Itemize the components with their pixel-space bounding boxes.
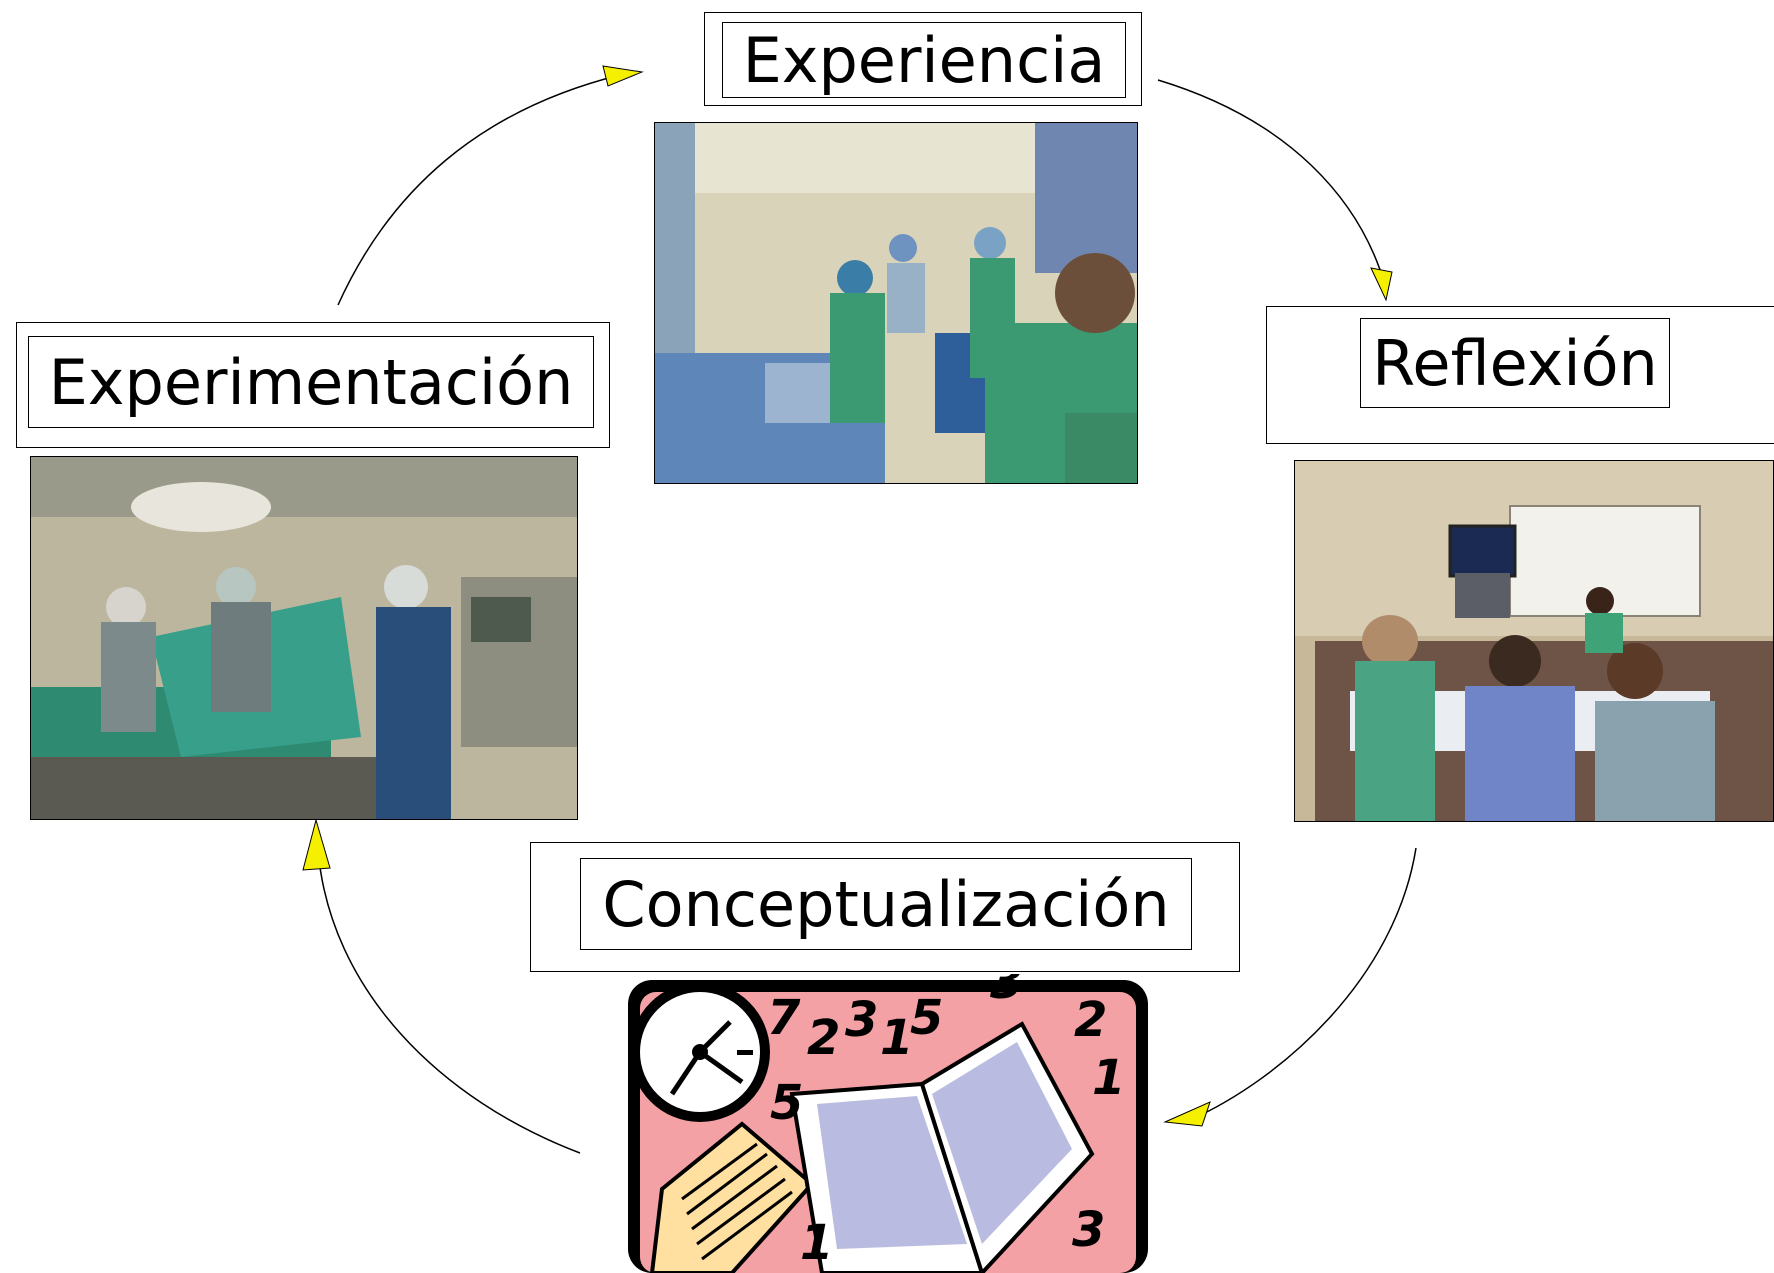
clipart-number: 5 [910, 990, 943, 1046]
arrow-conceptualizacion-to-experimentacion [317, 849, 581, 1154]
clipart-number: 1 [880, 1010, 913, 1066]
arrowhead-icon [602, 65, 644, 87]
stage-label-experiencia: Experiencia [722, 22, 1126, 98]
arrowhead-icon [302, 818, 331, 871]
arrowhead-icon [1163, 1101, 1211, 1127]
stage-box-experiencia [704, 12, 1142, 106]
arrow-experimentacion-to-experiencia [337, 74, 621, 306]
clipart-number: 3 [1072, 1202, 1105, 1258]
stage-box-reflexion [1266, 306, 1774, 444]
clipart-number: 1 [1092, 1050, 1125, 1106]
stage-box-conceptualizacion [530, 842, 1240, 972]
surgery-in-progress-photo [30, 456, 578, 820]
arrowhead-icon [1370, 267, 1393, 302]
arrow-experiencia-to-reflexion [1157, 79, 1386, 286]
clipart-number: 2 [1074, 992, 1107, 1048]
clipart-number: 3 [845, 992, 878, 1048]
stage-label-conceptualizacion: Conceptualización [580, 858, 1192, 950]
classroom-debrief-photo [1294, 460, 1774, 822]
arrow-reflexion-to-conceptualizacion [1189, 847, 1417, 1121]
clipart-number: 3 [990, 974, 1023, 1010]
stage-label-reflexion: Reflexión [1360, 318, 1670, 408]
clipart-number: 1 [800, 1215, 833, 1271]
book-clock-numbers-clipart: 7 2 3 1 5 3 2 1 5 1 3 [622, 974, 1154, 1273]
operating-room-team-photo [654, 122, 1138, 484]
clipart-number: 5 [770, 1075, 803, 1131]
clipart-number: 2 [807, 1010, 840, 1066]
stage-label-experimentacion: Experimentación [28, 336, 594, 428]
clipart-number: 7 [767, 990, 801, 1046]
